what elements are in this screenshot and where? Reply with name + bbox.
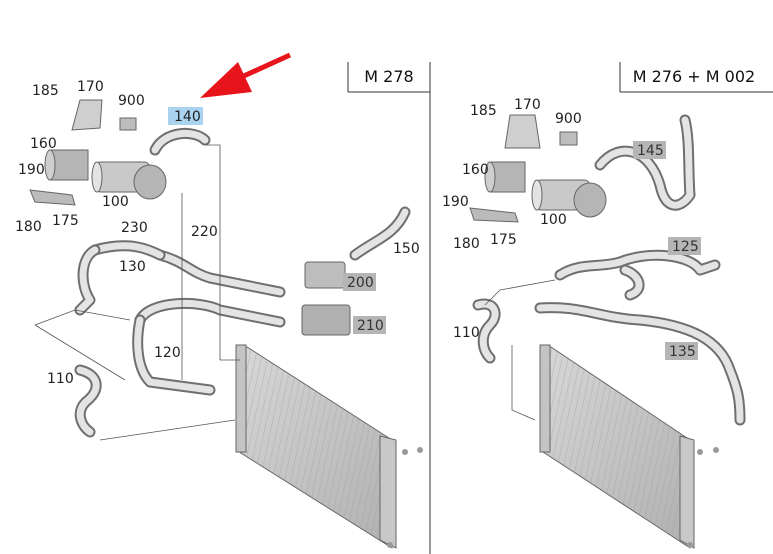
callout-210-left: 210: [357, 318, 384, 334]
engine-label-right: M 276 + M 002: [633, 67, 755, 86]
hose-110-left: [74, 364, 102, 438]
callout-210-highlight: [353, 316, 386, 334]
bracket-175-right: [469, 207, 519, 223]
hose-135-right: [534, 302, 746, 426]
callout-125-right: 125: [672, 239, 699, 255]
callout-900-right: 900: [555, 111, 582, 127]
callout-180-right: 180: [453, 236, 480, 252]
hose-150-left: [349, 206, 411, 261]
callout-145-highlight: [633, 141, 666, 159]
callout-150-left: 150: [393, 241, 420, 257]
callout-900-left: 900: [118, 93, 145, 109]
callout-100-right: 100: [540, 212, 567, 228]
valve-210-left: [301, 304, 351, 336]
hose-120-left: [132, 297, 286, 396]
clamp-170-left: [71, 99, 103, 131]
callout-135-highlight: [665, 342, 698, 360]
leader-lines-right: [484, 279, 556, 421]
valve-200-left: [304, 261, 346, 289]
callout-170-right: 170: [514, 97, 541, 113]
water-pump-100-left: [91, 161, 167, 200]
callout-230-left: 230: [121, 220, 148, 236]
callout-145-right: 145: [637, 143, 664, 159]
callout-100-left: 100: [102, 194, 129, 210]
hose-145-right: [594, 114, 696, 211]
engine-label-right-box: M 276 + M 002: [619, 62, 773, 93]
plug-900-left: [119, 117, 137, 131]
callout-200-left: 200: [347, 275, 374, 291]
callout-185-left: 185: [32, 83, 59, 99]
radiator-right: [539, 344, 719, 549]
callout-160-left: 160: [30, 136, 57, 152]
callout-140-left: 140: [174, 109, 201, 125]
water-pump-100-right: [531, 179, 607, 218]
plug-900-right: [559, 131, 578, 146]
radiator-left: [235, 344, 423, 549]
red-arrow-icon: [200, 52, 292, 98]
callout-175-right: 175: [490, 232, 517, 248]
callout-140-highlight: [168, 107, 203, 125]
hose-110-right: [472, 298, 501, 364]
clamp-170-right: [504, 114, 541, 149]
callout-135-right: 135: [669, 344, 696, 360]
callout-170-left: 170: [77, 79, 104, 95]
callout-175-left: 175: [52, 213, 79, 229]
leader-lines-left: [34, 144, 240, 441]
bracket-175-left: [29, 189, 76, 206]
engine-label-left-box: M 278: [347, 62, 430, 93]
callout-110-right: 110: [453, 325, 480, 341]
callout-190-left: 190: [18, 162, 45, 178]
hose-130-left: [74, 240, 286, 316]
callout-125-highlight: [668, 237, 701, 255]
hose-125-right: [554, 249, 721, 301]
callout-190-right: 190: [442, 194, 469, 210]
callout-180-left: 180: [15, 219, 42, 235]
callout-220-left: 220: [191, 224, 218, 240]
callout-200-highlight: [343, 273, 376, 291]
callout-120-left: 120: [154, 345, 181, 361]
callout-130-left: 130: [119, 259, 146, 275]
callout-185-right: 185: [470, 103, 497, 119]
sleeve-160-left: [44, 149, 89, 181]
callout-110-left: 110: [47, 371, 74, 387]
hose-140-left: [149, 127, 211, 156]
sleeve-160-right: [484, 161, 526, 193]
engine-label-left: M 278: [364, 67, 413, 86]
callout-160-right: 160: [462, 162, 489, 178]
